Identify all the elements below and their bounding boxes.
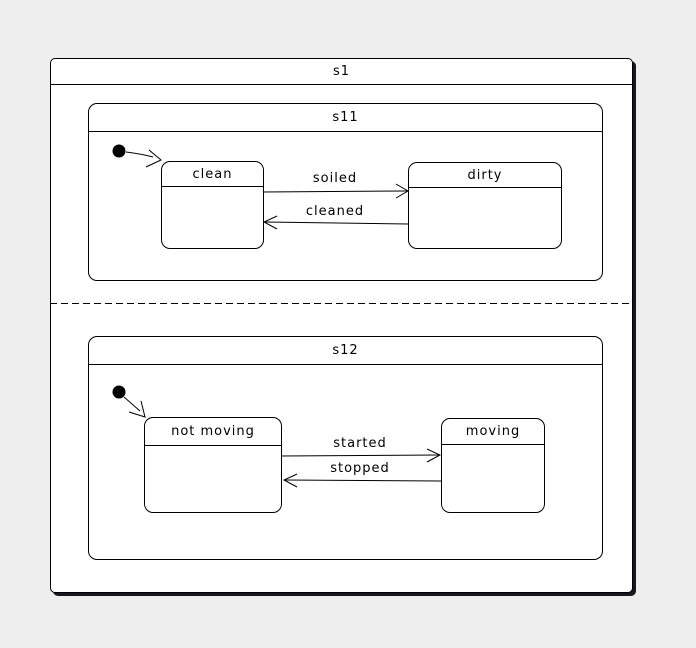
transition-stopped-label: stopped <box>330 461 390 476</box>
state-s12-title: s12 <box>89 337 602 365</box>
state-moving-title: moving <box>442 419 544 445</box>
state-s1-title: s1 <box>51 59 632 85</box>
transition-started-label: started <box>333 436 387 451</box>
transition-soiled-label: soiled <box>312 171 358 186</box>
state-s11-title: s11 <box>89 104 602 132</box>
transition-cleaned-label: cleaned <box>305 204 365 219</box>
state-not-moving: not moving <box>144 417 282 513</box>
state-clean: clean <box>161 161 264 249</box>
state-not-moving-title: not moving <box>145 418 281 446</box>
state-dirty: dirty <box>408 162 562 249</box>
state-moving: moving <box>441 418 545 513</box>
state-dirty-title: dirty <box>409 163 561 188</box>
state-clean-title: clean <box>162 162 263 187</box>
